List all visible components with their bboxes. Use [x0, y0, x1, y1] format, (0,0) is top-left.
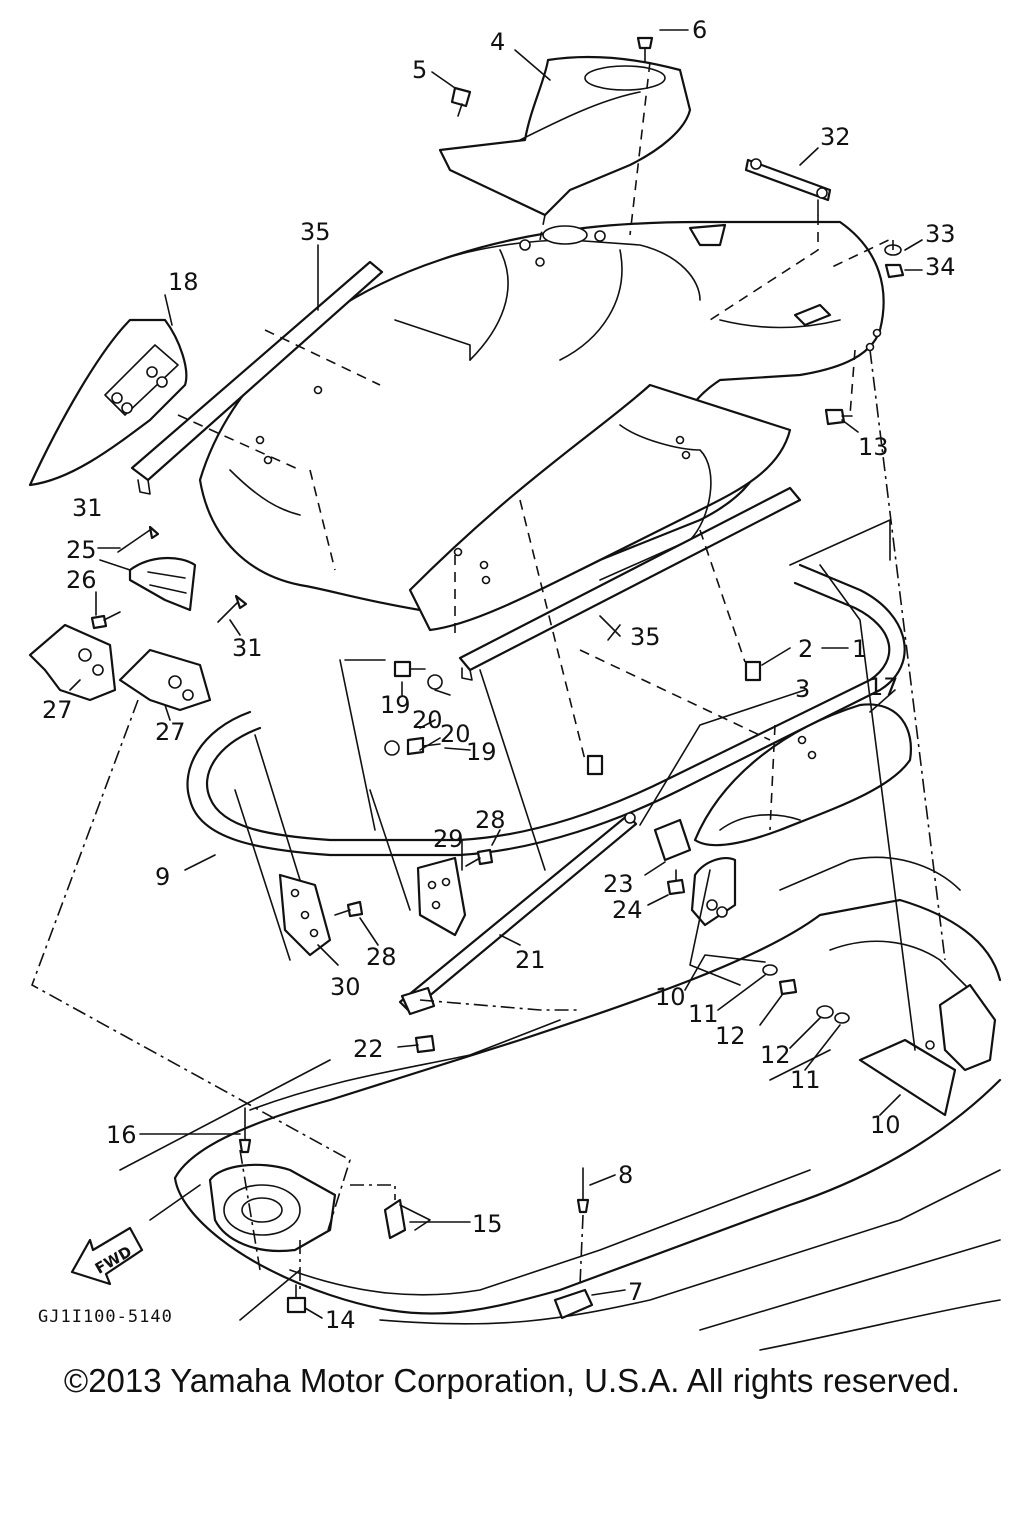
block-15 — [383, 1198, 431, 1240]
rail-right — [458, 486, 802, 681]
hinge-bracket-b — [118, 648, 212, 712]
callout-labels: 1 2 3 4 5 6 7 8 9 10 10 11 11 12 12 13 1… — [42, 16, 956, 1334]
steering-cover — [438, 55, 692, 217]
callout-18: 18 — [168, 268, 199, 296]
callout-23: 23 — [603, 870, 634, 898]
panel-17 — [693, 703, 912, 847]
deck-frame — [186, 519, 906, 857]
assembly-lines — [31, 61, 946, 1321]
hull-outline — [173, 856, 1002, 1351]
callout-13: 13 — [858, 433, 889, 461]
callout-35a: 35 — [300, 218, 331, 246]
leader-lines — [69, 29, 923, 1319]
callout-6: 6 — [692, 16, 707, 44]
stay-21 — [398, 812, 638, 1016]
callout-14: 14 — [325, 1306, 356, 1334]
callout-8: 8 — [618, 1161, 633, 1189]
plate-29 — [416, 856, 467, 937]
callout-22: 22 — [353, 1035, 384, 1063]
callout-32: 32 — [820, 123, 851, 151]
bracket-32 — [744, 158, 832, 216]
fwd-arrow-icon: FWD — [70, 1226, 144, 1286]
callout-4: 4 — [490, 28, 505, 56]
callout-27b: 27 — [155, 718, 186, 746]
callout-34: 34 — [925, 253, 956, 281]
plate-25 — [128, 556, 197, 612]
callout-26: 26 — [66, 566, 97, 594]
callout-20a: 20 — [412, 706, 443, 734]
callout-9: 9 — [155, 863, 170, 891]
callout-33: 33 — [925, 220, 956, 248]
callout-27a: 27 — [42, 696, 73, 724]
callout-30: 30 — [330, 973, 361, 1001]
holder-23 — [653, 818, 692, 862]
callout-11b: 11 — [790, 1066, 821, 1094]
callout-28b: 28 — [366, 943, 397, 971]
callout-11a: 11 — [688, 1000, 719, 1028]
drawing-code: GJ1I100-5140 — [38, 1307, 173, 1327]
holder-10-left — [690, 857, 737, 927]
callout-29: 29 — [433, 825, 464, 853]
callout-16: 16 — [106, 1121, 137, 1149]
callout-19b: 19 — [466, 738, 497, 766]
callout-21: 21 — [515, 946, 546, 974]
cap-housing — [208, 1163, 337, 1253]
holder-10-right — [858, 983, 997, 1117]
hook-7 — [553, 1288, 594, 1320]
callout-24: 24 — [612, 896, 643, 924]
storage-lid — [408, 383, 792, 632]
deck-body — [198, 220, 885, 614]
copyright-notice: ©2013 Yamaha Motor Corporation, U.S.A. A… — [63, 1362, 961, 1399]
callout-12b: 12 — [760, 1041, 791, 1069]
callout-1: 1 — [852, 635, 867, 663]
callout-31a: 31 — [72, 494, 103, 522]
callout-5: 5 — [412, 56, 427, 84]
callout-17: 17 — [868, 673, 899, 701]
callout-31b: 31 — [232, 634, 263, 662]
rail-left — [130, 260, 384, 495]
callout-28a: 28 — [475, 806, 506, 834]
callout-10a: 10 — [655, 983, 686, 1011]
callout-25: 25 — [66, 536, 97, 564]
callout-15: 15 — [472, 1210, 503, 1238]
callout-2: 2 — [798, 635, 813, 663]
plate-30 — [278, 873, 332, 957]
callout-7: 7 — [628, 1278, 643, 1306]
callout-3: 3 — [795, 675, 810, 703]
callout-19a: 19 — [380, 691, 411, 719]
pad-18 — [28, 318, 188, 487]
callout-12a: 12 — [715, 1022, 746, 1050]
callout-10b: 10 — [870, 1111, 901, 1139]
callout-35b: 35 — [630, 623, 661, 651]
hinge-bracket-a — [28, 623, 117, 702]
callout-20b: 20 — [440, 720, 471, 748]
